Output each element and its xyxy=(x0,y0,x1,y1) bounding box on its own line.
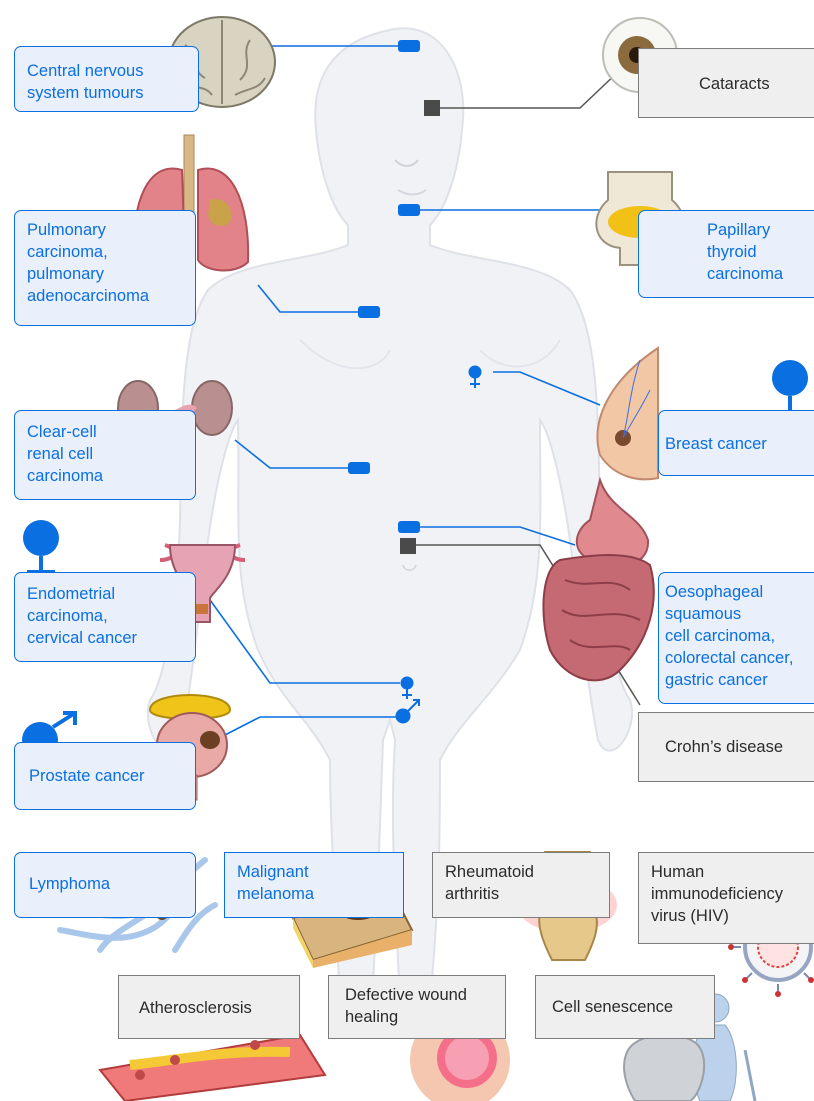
label-line: Pulmonary xyxy=(27,219,183,241)
digestive-tract-icon xyxy=(543,480,653,680)
label-endometrial: Endometrial carcinoma, cervical cancer xyxy=(14,572,196,662)
label-line: gastric cancer xyxy=(665,669,814,691)
label-line: Cell senescence xyxy=(552,996,714,1018)
label-line: Papillary xyxy=(707,219,814,241)
label-crohns-disease: Crohn’s disease xyxy=(638,712,814,782)
label-line: carcinoma, xyxy=(27,241,183,263)
label-line: Cataracts xyxy=(699,73,814,95)
breast-icon xyxy=(597,348,658,479)
label-renal: Clear-cell renal cell carcinoma xyxy=(14,410,196,500)
label-melanoma: Malignant melanoma xyxy=(224,852,404,918)
label-breast-cancer: Breast cancer xyxy=(658,410,814,476)
label-line: Lymphoma xyxy=(29,873,195,895)
label-thyroid: Papillary thyroid carcinoma xyxy=(638,210,814,298)
label-line: Clear-cell xyxy=(27,421,183,443)
label-cns-tumours: Central nervous system tumours xyxy=(14,46,199,112)
label-line: Rheumatoid xyxy=(445,861,609,883)
label-line: Human xyxy=(651,861,814,883)
label-line: carcinoma xyxy=(27,465,183,487)
label-line: cell carcinoma, xyxy=(665,625,814,647)
label-line: carcinoma xyxy=(707,263,814,285)
label-line: Atherosclerosis xyxy=(139,997,299,1019)
label-line: healing xyxy=(345,1006,505,1028)
label-line: Breast cancer xyxy=(665,433,814,455)
label-line: Malignant xyxy=(237,861,403,883)
label-line: arthritis xyxy=(445,883,609,905)
label-line: colorectal cancer, xyxy=(665,647,814,669)
label-rheumatoid-arthritis: Rheumatoid arthritis xyxy=(432,852,610,918)
label-line: Central nervous xyxy=(27,60,186,82)
senescent-cell-icon xyxy=(624,1035,704,1101)
label-line: cervical cancer xyxy=(27,627,183,649)
label-line: Endometrial xyxy=(27,583,183,605)
label-line: system tumours xyxy=(27,82,186,104)
label-line: virus (HIV) xyxy=(651,905,814,927)
label-line: adenocarcinoma xyxy=(27,285,183,307)
label-line: carcinoma, xyxy=(27,605,183,627)
label-line: melanoma xyxy=(237,883,403,905)
label-line: thyroid xyxy=(707,241,814,263)
label-atherosclerosis: Atherosclerosis xyxy=(118,975,300,1039)
label-hiv: Human immunodeficiency virus (HIV) xyxy=(638,852,814,944)
label-line: renal cell xyxy=(27,443,183,465)
label-gastrointestinal: Oesophageal squamous cell carcinoma, col… xyxy=(658,572,814,704)
label-cell-senescence: Cell senescence xyxy=(535,975,715,1039)
artery-plaque-icon xyxy=(100,1035,325,1101)
label-cataracts: Cataracts xyxy=(638,48,814,118)
label-line: Defective wound xyxy=(345,984,505,1006)
label-pulmonary: Pulmonary carcinoma, pulmonary adenocarc… xyxy=(14,210,196,326)
label-lymphoma: Lymphoma xyxy=(14,852,196,918)
label-line: squamous xyxy=(665,603,814,625)
label-line: Prostate cancer xyxy=(29,765,195,787)
label-defective-wound-healing: Defective wound healing xyxy=(328,975,506,1039)
label-prostate-cancer: Prostate cancer xyxy=(14,742,196,810)
label-line: Crohn’s disease xyxy=(665,736,814,758)
label-line: immunodeficiency xyxy=(651,883,814,905)
label-line: pulmonary xyxy=(27,263,183,285)
label-line: Oesophageal xyxy=(665,581,814,603)
